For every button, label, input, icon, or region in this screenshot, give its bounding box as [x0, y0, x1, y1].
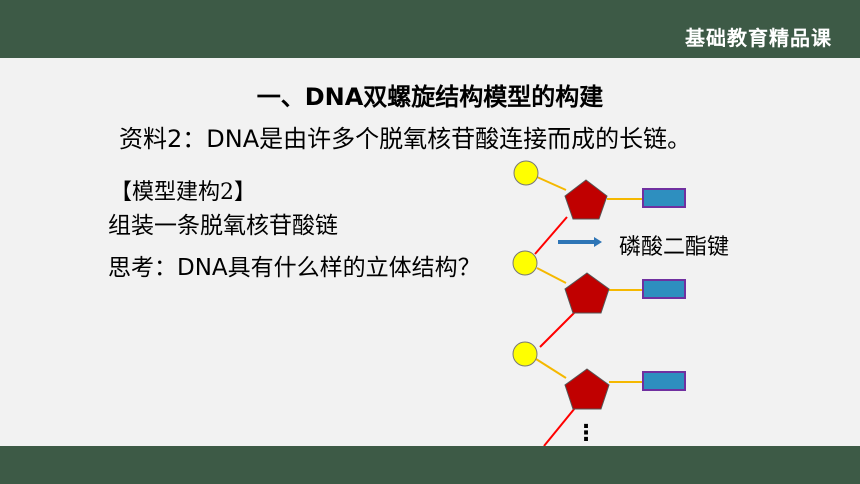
phosphodiester-bond [543, 407, 576, 447]
think-question: 思考：DNA具有什么样的立体结构？ [108, 255, 481, 281]
phosphate-group [512, 250, 538, 276]
phosphodiester-bond [534, 216, 568, 255]
slide-title: 一、DNA双螺旋结构模型的构建 [256, 83, 604, 111]
top-banner: 基础教育精品课 [0, 0, 860, 58]
nitrogenous-base [642, 188, 686, 208]
assemble-task: 组装一条脱氧核苷酸链 [108, 213, 338, 239]
phosphodiester-bond [539, 311, 576, 348]
phosphodiester-bond-label: 磷酸二酯键 [619, 235, 730, 260]
bottom-banner [0, 446, 860, 484]
model-build-heading: 【模型建构2】 [110, 180, 256, 205]
deoxyribose-sugar [564, 272, 610, 314]
phosphate-sugar-link [536, 176, 567, 191]
nitrogenous-base [642, 279, 686, 299]
continuation-dots: ⋮ [575, 421, 597, 446]
phosphate-sugar-link [535, 358, 567, 379]
phosphate-group [513, 160, 539, 186]
bond-arrow-head [594, 237, 602, 247]
phosphate-group [512, 341, 538, 367]
deoxyribose-sugar [564, 179, 608, 220]
nitrogenous-base [642, 371, 686, 391]
phosphate-sugar-link [536, 267, 567, 284]
brand-label: 基础教育精品课 [685, 26, 832, 50]
material-text: 资料2：DNA是由许多个脱氧核苷酸连接而成的长链。 [119, 125, 692, 153]
deoxyribose-sugar [564, 368, 610, 410]
